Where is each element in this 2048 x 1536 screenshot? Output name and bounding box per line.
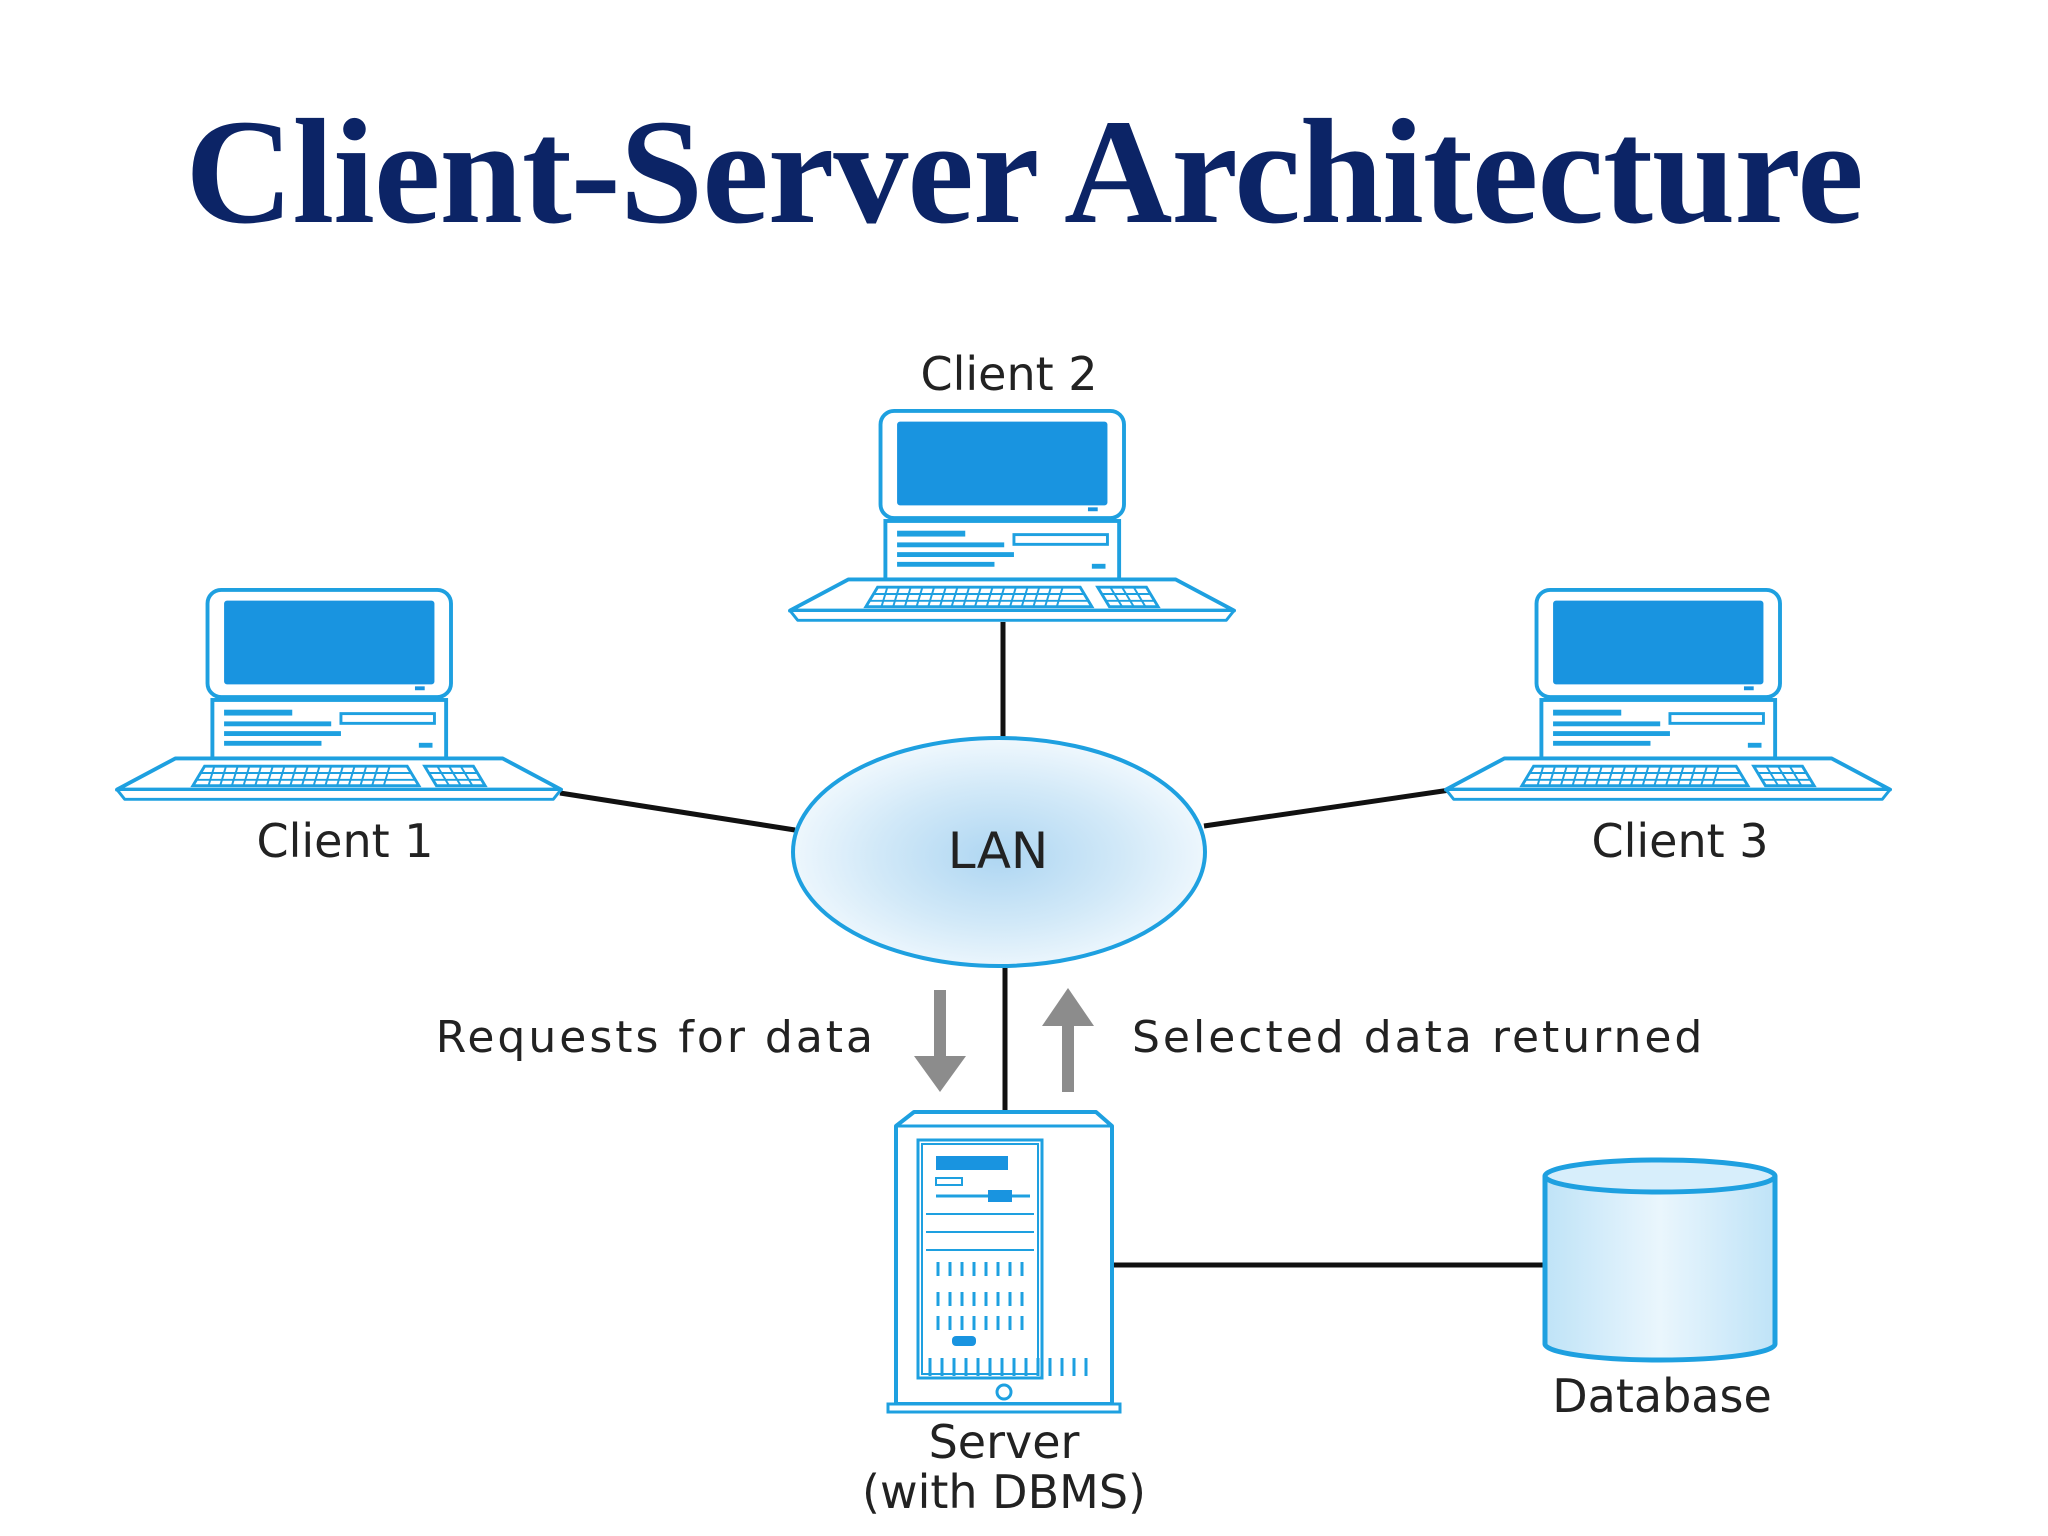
request-flow-label: Requests for data [436, 1012, 876, 1063]
database-label: Database [1552, 1369, 1772, 1423]
lan-node: LAN [791, 736, 1207, 968]
client-2-label: Client 2 [920, 347, 1097, 401]
server-label: Server [929, 1415, 1080, 1469]
client-1-computer [115, 587, 563, 802]
link-lan-client3 [1203, 787, 1451, 829]
link-lan-client1 [559, 790, 796, 833]
client-2-computer [788, 408, 1236, 623]
page-title: Client-Server Architecture [185, 89, 1864, 255]
database-icon [1542, 1157, 1778, 1363]
client-3-label: Client 3 [1591, 814, 1768, 868]
client-1-label: Client 1 [256, 814, 433, 868]
request-arrow [914, 990, 966, 1092]
client-3-computer [1444, 587, 1892, 802]
response-flow-label: Selected data returned [1132, 1012, 1705, 1063]
lan-label: LAN [948, 822, 1049, 880]
server-sublabel: (with DBMS) [862, 1465, 1146, 1519]
server-icon [886, 1110, 1122, 1414]
response-arrow [1042, 988, 1094, 1092]
